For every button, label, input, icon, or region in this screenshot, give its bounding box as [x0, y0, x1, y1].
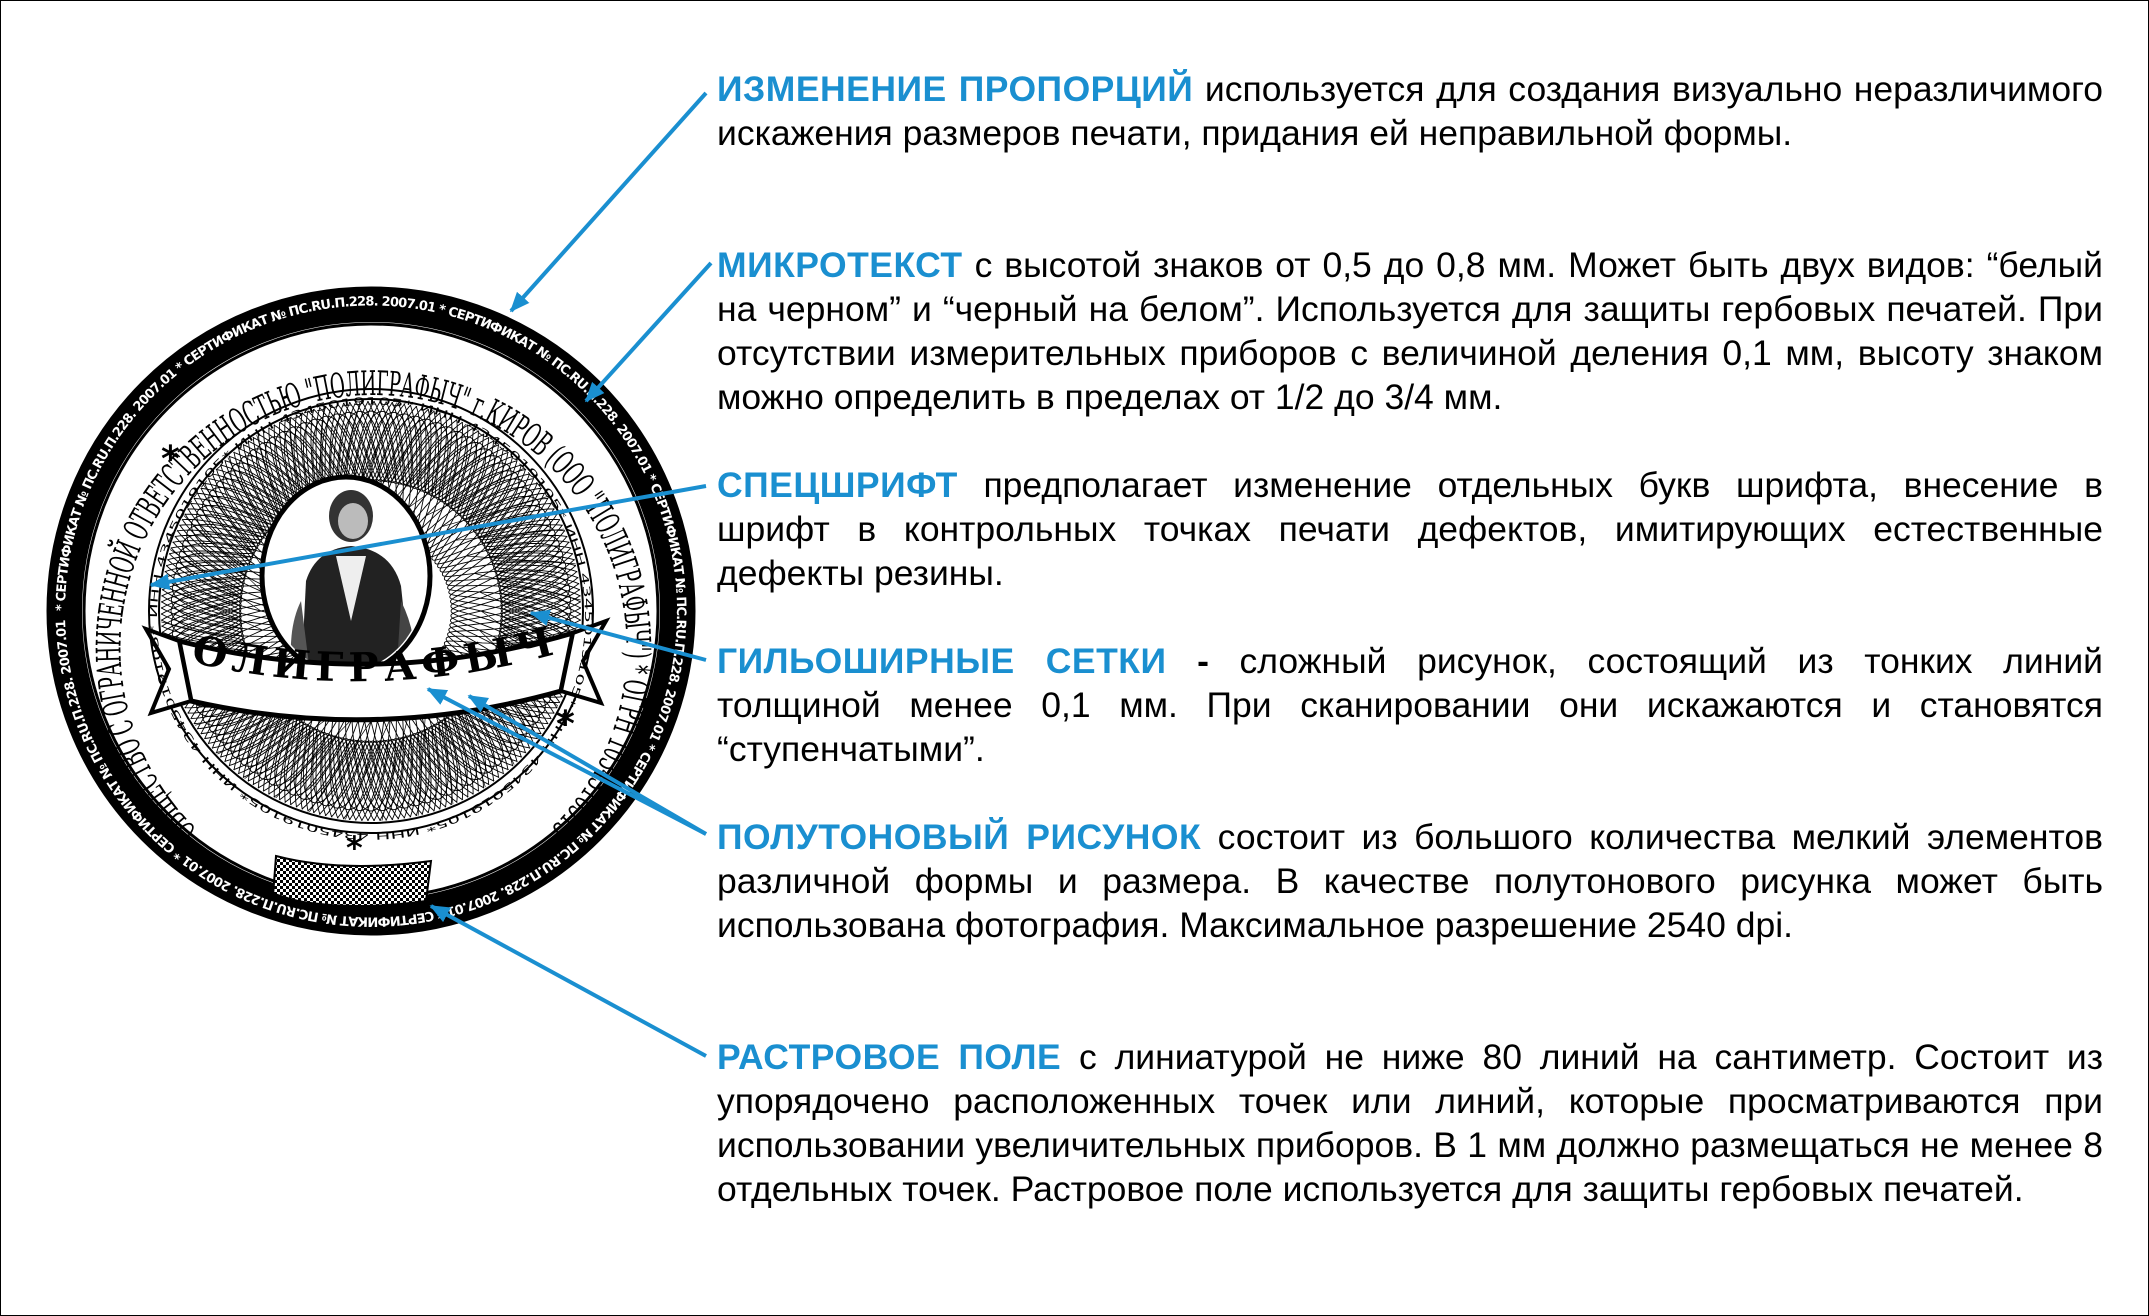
heading-separator: -	[1166, 641, 1240, 681]
guilloche-curve	[170, 415, 564, 811]
guilloche-line	[344, 719, 391, 821]
heading-separator	[963, 245, 975, 285]
seal-micro-ring-inner	[158, 398, 584, 824]
feature-halftone: ПОЛУТОНОВЫЙ РИСУНОК состоит из большого …	[717, 815, 2103, 947]
guilloche-line	[182, 513, 263, 593]
heading-separator	[1193, 69, 1205, 109]
guilloche-line	[242, 714, 334, 781]
feature-heading: ПОЛУТОНОВЫЙ РИСУНОК	[717, 817, 1202, 857]
arrow-raster	[429, 904, 707, 1058]
guilloche-line	[168, 548, 262, 612]
guilloche-line	[161, 621, 268, 649]
guilloche-line	[417, 706, 427, 818]
heading-separator	[1061, 1037, 1079, 1077]
guilloche-curve	[161, 401, 581, 821]
arrow-microtext	[584, 261, 713, 403]
feature-guilloche: ГИЛЬОШИРНЫЕ СЕТКИ - сложный рисунок, сос…	[717, 639, 2103, 771]
guilloche-curve	[161, 401, 581, 821]
guilloche-curve	[161, 401, 581, 821]
guilloche-line	[455, 528, 567, 541]
seal-star-bottom: *	[346, 829, 363, 867]
banner-fold-left	[141, 625, 194, 717]
feature-heading: РАСТРОВОЕ ПОЛЕ	[717, 1037, 1062, 1077]
guilloche-line	[381, 714, 409, 821]
feature-description: с высотой знаков от 0,5 до 0,8 мм. Может…	[717, 245, 2103, 417]
feature-proportions: ИЗМЕНЕНИЕ ПРОПОРЦИЙ используется для соз…	[717, 67, 2103, 155]
cert-band	[49, 289, 693, 933]
arrow-specfont	[149, 484, 707, 590]
seal-star-right: *	[556, 704, 575, 745]
guilloche-curve	[161, 401, 581, 821]
guilloche-line	[466, 555, 578, 565]
seal-outer-ring	[1, 26, 956, 1196]
feature-description: состоит из большого количества мелкий эл…	[717, 817, 2103, 945]
feature-raster: РАСТРОВОЕ ПОЛЕ с линиатурой не ниже 80 л…	[717, 1035, 2103, 1211]
guilloche-line	[161, 584, 263, 631]
arrow-proportions	[509, 91, 708, 313]
seal-star-left: *	[161, 439, 180, 480]
heading-separator	[958, 465, 984, 505]
feature-description: используется для создания визуально нера…	[717, 69, 2103, 153]
feature-heading: ИЗМЕНЕНИЕ ПРОПОРЦИЙ	[717, 69, 1194, 109]
feature-description: предполагает изменение отдельных букв шр…	[717, 465, 2103, 593]
feature-microtext: МИКРОТЕКСТ с высотой знаков от 0,5 до 0,…	[717, 243, 2103, 419]
guilloche-line	[201, 482, 268, 574]
guilloche-line	[308, 720, 372, 814]
guilloche-curve	[161, 401, 581, 821]
guilloche-curve	[171, 418, 567, 812]
arrow-halftone-a	[426, 687, 707, 836]
guilloche-curve	[161, 401, 581, 821]
seal-micro-ring	[148, 388, 594, 834]
feature-description: с линиатурой не ниже 80 линий на сантиме…	[717, 1037, 2103, 1209]
guilloche-line	[408, 441, 500, 508]
guilloche-line	[474, 573, 581, 601]
guilloche-curve	[170, 413, 560, 809]
guilloche-curve	[161, 401, 581, 821]
feature-description: сложный рисунок, состоящий из тонких лин…	[717, 641, 2103, 769]
guilloche-curve	[173, 410, 569, 800]
heading-separator	[1201, 817, 1218, 857]
feature-heading: МИКРОТЕКСТ	[717, 245, 963, 285]
pointer-arrows	[149, 91, 713, 1058]
banner-fold-right	[558, 617, 611, 707]
guilloche-line	[425, 466, 527, 517]
arrow-guilloche	[529, 609, 707, 662]
feature-heading: СПЕЦШРИФТ	[717, 465, 958, 505]
arrow-halftone-b	[467, 694, 708, 836]
feature-specfont: СПЕЦШРИФТ предполагает изменение отдельн…	[717, 463, 2103, 595]
guilloche-line	[441, 495, 550, 528]
cert-band-outline	[46, 286, 696, 936]
guilloche-line	[273, 719, 353, 800]
feature-heading: ГИЛЬОШИРНЫЕ СЕТКИ	[717, 641, 1167, 681]
guilloche-line	[389, 422, 469, 503]
